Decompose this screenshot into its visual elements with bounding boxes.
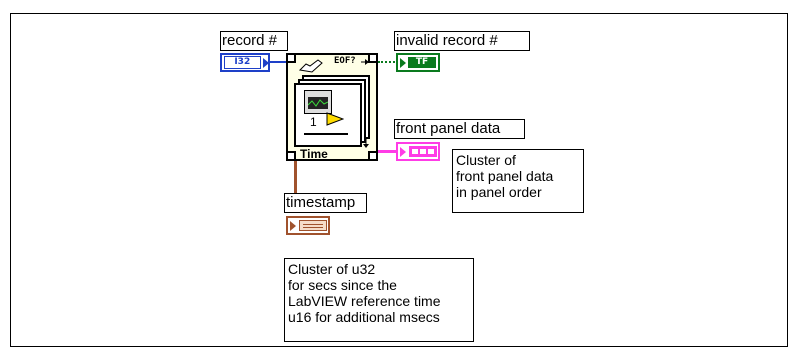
timestamp-wire — [294, 161, 297, 193]
index-label: 1 — [310, 115, 317, 129]
record-wire — [270, 61, 286, 63]
record-label: record # — [220, 31, 288, 51]
index-underline — [304, 133, 348, 135]
time-text: Time — [300, 147, 328, 161]
hand-pointer-icon — [298, 59, 323, 73]
output-arrow-icon — [262, 57, 268, 68]
play-triangle-icon — [326, 112, 344, 126]
invalid-record-label: invalid record # — [394, 31, 530, 51]
timestamp-type-badge — [299, 220, 327, 231]
input-arrow-icon-2 — [400, 146, 406, 157]
front-panel-data-wire-h — [378, 150, 396, 153]
invalid-record-wire — [378, 61, 398, 63]
waveform-icon — [308, 99, 328, 107]
front-panel-note: Cluster of front panel data in panel ord… — [452, 149, 584, 213]
eof-text: EOF? — [334, 56, 356, 66]
eof-arrow-icon — [361, 59, 369, 65]
node-top-right-terminal — [368, 53, 378, 63]
timestamp-terminal[interactable] — [286, 216, 330, 235]
front-panel-data-label: front panel data — [394, 119, 525, 139]
node-stack-front: 1 — [294, 83, 362, 147]
front-panel-data-terminal[interactable] — [396, 142, 440, 161]
timestamp-note: Cluster of u32 for secs since the LabVIE… — [284, 258, 474, 342]
node-bottom-left-terminal — [286, 151, 296, 161]
down-arrow-icon — [363, 137, 369, 148]
front-panel-icon — [304, 90, 332, 114]
timestamp-label: timestamp — [284, 193, 367, 213]
node-bottom-right-terminal — [368, 151, 378, 161]
node-top-left-terminal — [286, 53, 296, 63]
invalid-record-terminal[interactable]: TF — [396, 53, 440, 72]
input-arrow-icon-3 — [290, 220, 296, 231]
input-arrow-icon — [400, 57, 406, 68]
cluster-type-badge — [409, 146, 437, 157]
record-type-badge: I32 — [224, 56, 261, 69]
boolean-type-badge: TF — [408, 57, 436, 68]
read-datalog-node[interactable]: EOF? 1 Time — [286, 53, 378, 161]
record-terminal[interactable]: I32 — [220, 53, 270, 72]
